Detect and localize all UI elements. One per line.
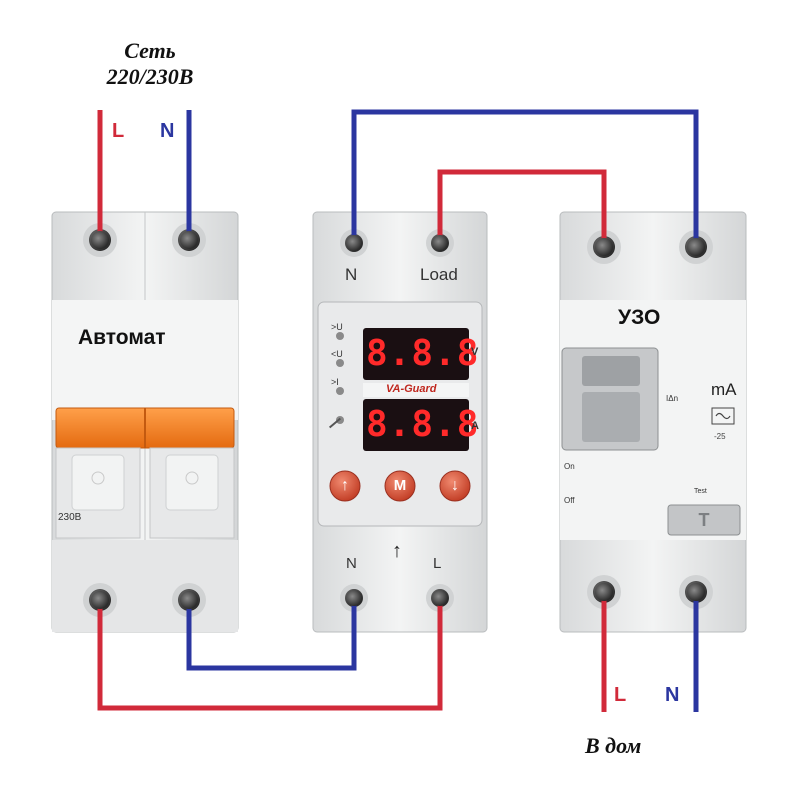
rcd-off-label: Off — [564, 496, 575, 505]
relay-bottom-n-label: N — [346, 555, 357, 572]
voltage-readout: 8.8.8 — [366, 333, 480, 374]
voltage-relay — [312, 211, 488, 633]
output-title: В дом — [585, 733, 642, 758]
rcd-test-button[interactable] — [667, 504, 741, 536]
output-phase-label: L — [614, 684, 627, 706]
amp-unit: A — [471, 420, 479, 432]
indicator-over-i: >I — [331, 377, 339, 387]
output-neutral-label: N — [665, 684, 680, 706]
rcd-test-label: Test — [694, 488, 707, 495]
relay-direction-arrow-icon: ↑ — [392, 540, 402, 562]
rcd-unit: mA — [711, 380, 737, 399]
relay-brand: VA-Guard — [386, 383, 437, 395]
menu-button[interactable] — [384, 470, 416, 502]
volt-unit: V — [471, 346, 479, 358]
source-title-line2: 220/230В — [106, 64, 194, 89]
up-button[interactable] — [329, 470, 361, 502]
source-neutral-label: N — [160, 120, 175, 142]
source-title: Сеть 220/230В — [60, 38, 240, 90]
current-display — [363, 399, 469, 451]
voltage-display — [363, 328, 469, 380]
wire-relay-to-rcd-neutral — [351, 109, 699, 247]
rcd-idn: IΔn — [666, 394, 679, 403]
indicator-over-u: >U — [331, 322, 343, 332]
source-phase-label: L — [112, 120, 125, 142]
source-title-line1: Сеть — [124, 38, 176, 63]
wire-breaker-to-relay-phase — [97, 598, 443, 711]
rcd-on-label: On — [564, 462, 575, 471]
down-button[interactable] — [439, 470, 471, 502]
circuit-breaker — [51, 211, 239, 633]
rcd-device — [559, 211, 747, 633]
relay-bottom-l-label: L — [433, 555, 442, 572]
relay-top-load-label: Load — [420, 265, 458, 284]
rcd-label: УЗО — [618, 306, 661, 329]
indicator-under-u: <U — [331, 349, 343, 359]
wires — [97, 109, 699, 712]
rcd-temp: -25 — [714, 432, 726, 441]
breaker-label: Автомат — [78, 326, 166, 349]
breaker-rating: 230B — [58, 512, 82, 523]
relay-top-n-label: N — [345, 265, 358, 284]
wire-relay-to-rcd-phase — [437, 169, 607, 247]
wire-breaker-to-relay-neutral — [186, 598, 357, 671]
current-readout: 8.8.8 — [366, 404, 480, 445]
